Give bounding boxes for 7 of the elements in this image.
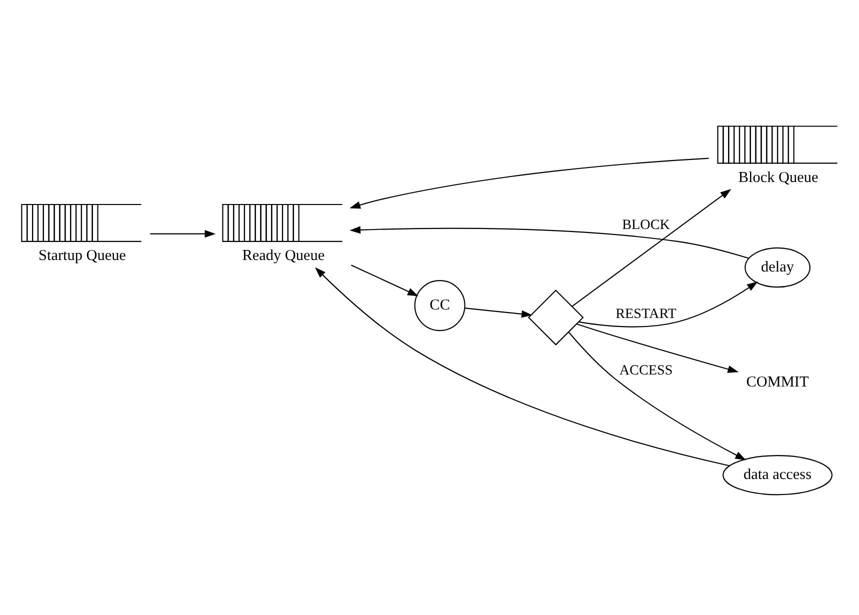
edge-label: BLOCK — [622, 216, 670, 232]
edge-label: ACCESS — [619, 362, 673, 378]
edge-label: RESTART — [616, 305, 676, 322]
node-label: Ready Queue — [242, 246, 325, 264]
node-label: Startup Queue — [38, 246, 126, 264]
node-text: COMMIT — [746, 373, 809, 390]
node-label: Block Queue — [738, 168, 818, 186]
